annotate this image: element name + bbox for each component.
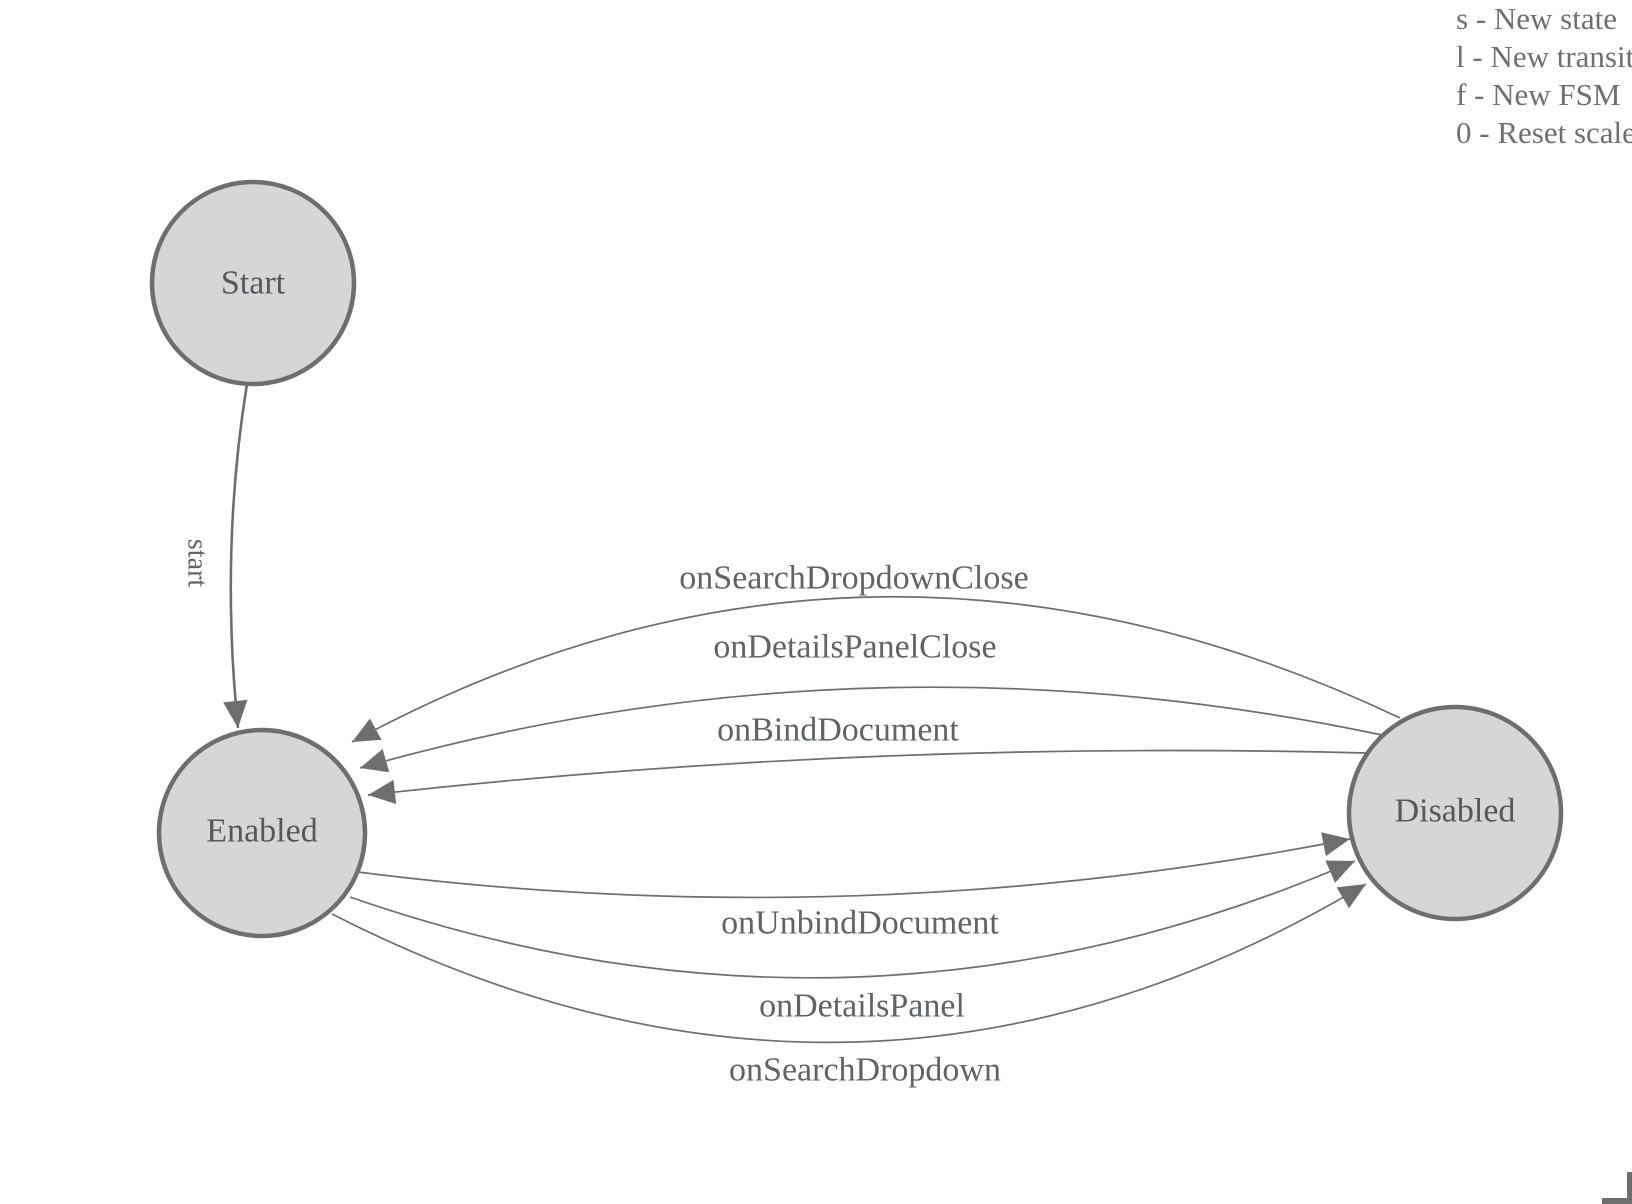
state-label-enabled: Enabled xyxy=(206,813,317,850)
legend-line-new-fsm: f - New FSM xyxy=(1456,77,1621,112)
edge-label-onSearchDropdownClose: onSearchDropdownClose xyxy=(679,560,1028,597)
state-label-start: Start xyxy=(221,265,286,302)
edge-label-onSearchDropdown: onSearchDropdown xyxy=(729,1052,1001,1089)
edge-onDetailsPanelClose[interactable] xyxy=(359,686,1383,773)
edge-label-onBindDocument: onBindDocument xyxy=(717,712,959,749)
edge-onSearchDropdownClose[interactable] xyxy=(351,595,1401,743)
shortcut-legend: s - New state l - New transition f - New… xyxy=(1456,0,1632,152)
edge-onBindDocument[interactable] xyxy=(367,749,1367,805)
legend-line-reset-scale: 0 - Reset scale xyxy=(1456,115,1632,150)
state-circle-start[interactable] xyxy=(149,179,357,387)
node-enabled[interactable]: Enabled xyxy=(156,727,368,939)
edge-label-start: start xyxy=(182,539,213,587)
partial-element-bottom-bar xyxy=(1602,1198,1632,1204)
legend-line-new-state: s - New state xyxy=(1456,1,1617,36)
node-start[interactable]: Start xyxy=(149,179,357,387)
legend-line-new-transition: l - New transition xyxy=(1456,39,1632,74)
state-circle-disabled[interactable] xyxy=(1346,704,1564,922)
edge-onUnbindDocument[interactable] xyxy=(357,832,1351,899)
edge-start-transition[interactable] xyxy=(223,383,249,729)
state-label-disabled: Disabled xyxy=(1395,793,1516,830)
node-disabled[interactable]: Disabled xyxy=(1346,704,1564,922)
partial-element-right-bar xyxy=(1627,1172,1632,1204)
edge-label-onUnbindDocument: onUnbindDocument xyxy=(721,905,999,942)
edge-label-onDetailsPanelClose: onDetailsPanelClose xyxy=(713,629,996,666)
edge-onSearchDropdown[interactable] xyxy=(331,883,1367,1044)
edge-onDetailsPanel[interactable] xyxy=(349,860,1356,979)
partial-element-corner[interactable] xyxy=(1602,1172,1632,1204)
state-circle-enabled[interactable] xyxy=(156,727,368,939)
edge-label-onDetailsPanel: onDetailsPanel xyxy=(759,988,965,1025)
